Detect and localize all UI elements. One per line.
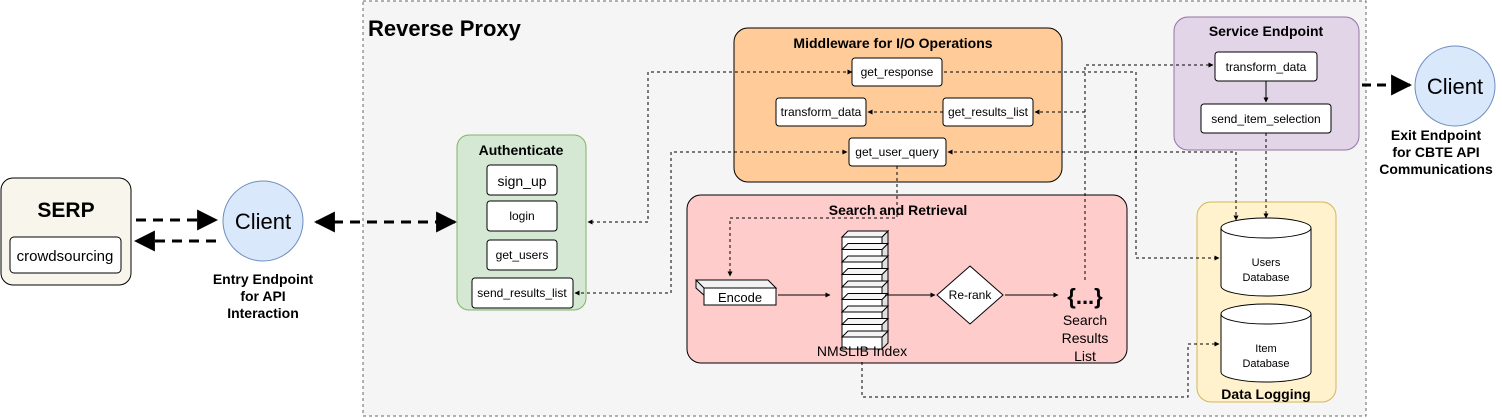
encode-block[interactable]: Encode [694, 279, 778, 306]
login-label: login [509, 209, 534, 223]
index-cube-top [840, 255, 890, 263]
svc-transform-data-label: transform_data [1226, 60, 1307, 74]
service-endpoint-panel: Service Endpoint transform_data send_ite… [1173, 16, 1360, 151]
search-title: Search and Retrieval [829, 202, 968, 218]
index-cube [841, 336, 883, 350]
index-to-item-db-connector [861, 341, 1220, 398]
get-user-query-label: get_user_query [855, 145, 938, 159]
entry-caption-line-1: Entry Endpoint [213, 271, 314, 287]
get-user-query-to-encode-connector [727, 166, 898, 277]
get-users-label: get_users [496, 248, 549, 262]
item-db-line-2: Database [1242, 358, 1289, 370]
get-users-button[interactable] [486, 239, 558, 271]
sign-up-label: sign_up [497, 173, 546, 189]
index-cube-top [840, 280, 890, 288]
encode-label: Encode [718, 290, 762, 305]
service-title: Service Endpoint [1209, 23, 1324, 39]
index-cube-top [840, 230, 890, 238]
data-logging-panel: Data Logging Users Database Item Databas… [1196, 201, 1337, 403]
rerank-diamond[interactable] [936, 265, 1004, 325]
serp-title: SERP [37, 199, 94, 222]
crowdsourcing-label: crowdsourcing [17, 248, 114, 265]
exit-caption-line-3: Communications [1379, 161, 1493, 177]
entry-caption-line-2: for API [240, 288, 285, 304]
results-symbol: {...} [1067, 284, 1103, 309]
reverse-proxy-title: Reverse Proxy [368, 16, 522, 41]
exit-caption-line-2: for CBTE API [1392, 144, 1479, 160]
results-caption-line-1: Search [1063, 312, 1107, 328]
index-cube-top [840, 305, 890, 313]
send-item-selection-label: send_item_selection [1211, 112, 1320, 126]
exit-caption-line-1: Exit Endpoint [1391, 127, 1482, 143]
index-cube-top [840, 293, 890, 300]
data-logging-title: Data Logging [1221, 386, 1310, 402]
entry-caption-line-3: Interaction [227, 305, 299, 321]
dotted-connectors [574, 62, 1269, 398]
search-retrieval-panel: Search and Retrieval Encode NMSLIB Index… [686, 194, 1128, 364]
authenticate-title: Authenticate [479, 142, 564, 158]
nmslib-index-label: NMSLIB Index [817, 343, 907, 359]
entry-client: Client Entry Endpoint for API Interactio… [213, 180, 314, 321]
sign-up-button[interactable] [486, 164, 558, 196]
index-cube-top [840, 330, 890, 338]
users-db-line-1: Users [1252, 257, 1281, 269]
exit-client-label: Client [1427, 74, 1483, 99]
nmslib-index-stack: NMSLIB Index [817, 229, 907, 359]
item-db-line-1: Item [1255, 343, 1276, 355]
item-database-icon: Item Database [1220, 303, 1312, 383]
crowdsourcing-button[interactable] [9, 236, 122, 274]
mw-transform-data-label: transform_data [781, 105, 862, 119]
entry-client-label: Client [235, 209, 291, 234]
send-results-list-button[interactable] [471, 277, 574, 309]
get-response-label: get_response [861, 65, 934, 79]
get-results-list-label: get_results_list [948, 105, 1029, 119]
rerank-label: Re-rank [949, 288, 993, 302]
results-caption-line-2: Results [1062, 330, 1109, 346]
users-db-line-2: Database [1242, 272, 1289, 284]
index-cube-top [840, 243, 890, 250]
results-caption-line-3: List [1074, 348, 1096, 364]
authenticate-panel: Authenticate sign_up login get_users sen… [456, 134, 587, 311]
send-results-list-to-get-user-query-connector [574, 149, 848, 296]
index-cube-top [840, 318, 890, 325]
users-database-icon: Users Database [1220, 217, 1312, 297]
index-cube-top [840, 268, 890, 275]
results-to-svc-transform-connector [1084, 62, 1214, 280]
serp-panel: SERP crowdsourcing [0, 177, 132, 286]
get-user-query-to-users-db-connector [947, 149, 1239, 221]
exit-client: Client Exit Endpoint for CBTE API Commun… [1379, 45, 1496, 177]
middleware-panel: Middleware for I/O Operations get_respon… [733, 27, 1063, 183]
middleware-title: Middleware for I/O Operations [793, 35, 992, 51]
login-button[interactable] [486, 200, 558, 232]
send-results-list-label: send_results_list [477, 286, 567, 300]
